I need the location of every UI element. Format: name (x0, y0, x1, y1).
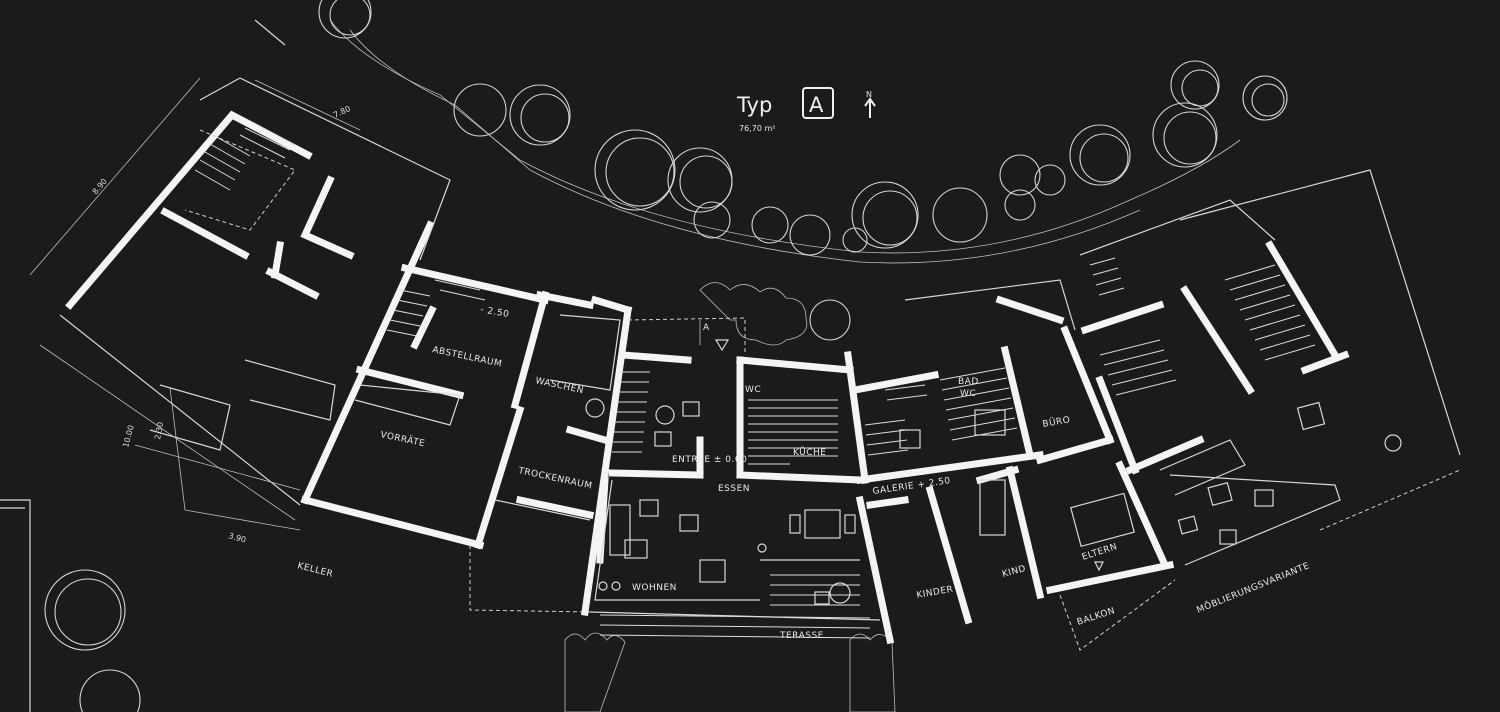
dim-3-90: 3.90 (227, 531, 247, 544)
shrubs (564, 282, 896, 712)
central-block (581, 306, 881, 639)
tree-canopy-arc (44, 0, 1288, 712)
label-moeblierungsvariante: MÖBLIERUNGSVARIANTE (1195, 560, 1311, 615)
plan-title: Typ A 76,70 m² N (736, 87, 876, 133)
level-stair-minus: - 2.50 (479, 305, 509, 320)
room-balkon: BALKON (1076, 606, 1117, 628)
room-keller: KELLER (296, 561, 334, 580)
type-letter-box (802, 87, 834, 119)
dim-2-30: 2.30 (153, 421, 165, 440)
room-vorraete: VORRÄTE (379, 429, 426, 449)
room-kind: KIND (1001, 564, 1027, 580)
stair-left (194, 121, 486, 337)
title-area: 76,70 m² (739, 124, 775, 133)
room-kinder: KINDER (916, 585, 954, 601)
room-kueche: KÜCHE (793, 447, 827, 458)
title-type-letter: A (809, 93, 824, 117)
room-abstellraum: ABSTELLRAUM (431, 345, 503, 370)
room-wc: WC (745, 385, 761, 395)
title-typ: Typ (736, 93, 772, 117)
level-marker-a: A (703, 323, 710, 333)
left-block-keller (29, 19, 633, 613)
north-arrow-icon (864, 97, 876, 118)
dim-7-80: 7.80 (332, 104, 352, 120)
room-bad-wc: WC (960, 389, 976, 399)
room-buero: BÜRO (1042, 414, 1072, 430)
room-bad: BAD (958, 377, 979, 387)
room-terasse: TERASSE (779, 631, 824, 641)
room-trockenraum: TROCKENRAUM (516, 466, 593, 492)
room-waschen: WASCHEN (534, 376, 584, 396)
north-label: N (866, 90, 872, 99)
room-essen: ESSEN (718, 484, 750, 494)
right-block (850, 169, 1461, 651)
dim-10-00: 10.00 (121, 424, 136, 448)
left-edge-frame (0, 499, 31, 712)
room-wohnen: WOHNEN (632, 583, 677, 593)
room-entree: ENTREE ± 0.00 (672, 455, 747, 465)
